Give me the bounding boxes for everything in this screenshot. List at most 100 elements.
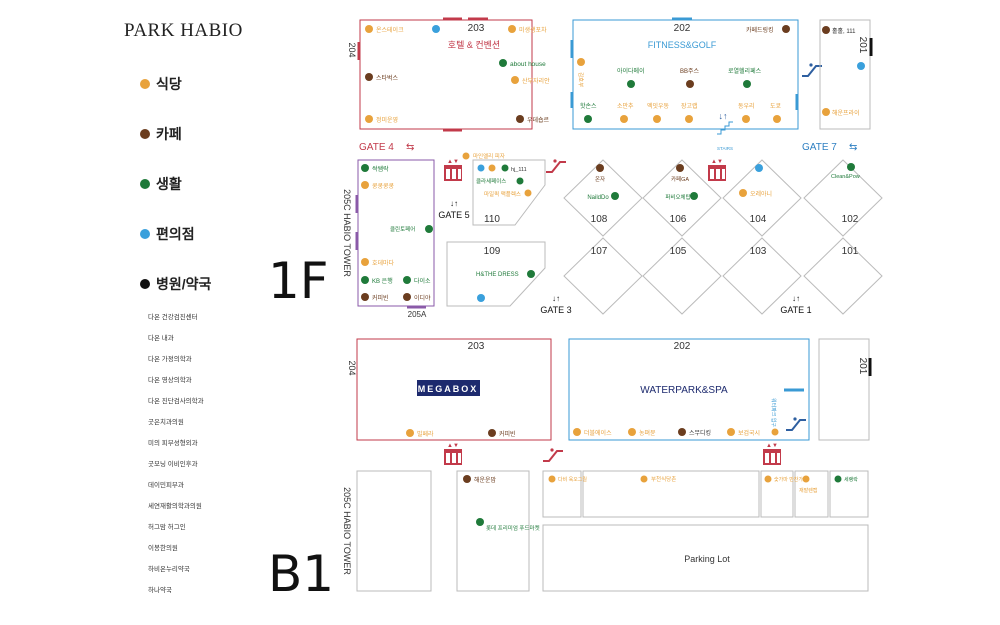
- shop-label[interactable]: H&THE DRESS: [476, 272, 519, 278]
- shop-label[interactable]: 해운운맘: [474, 476, 497, 484]
- shop-label[interactable]: 롯데 프리미엄 푸드마켓: [486, 524, 540, 532]
- zone-b1-parking[interactable]: [542, 524, 869, 592]
- zone-104[interactable]: [722, 159, 802, 237]
- shop-label[interactable]: 커피빈: [372, 294, 389, 302]
- shop-label[interactable]: 로열헬리페스: [728, 67, 762, 75]
- zone-b1-market[interactable]: [456, 470, 530, 592]
- shop-label[interactable]: 빌페라: [417, 430, 434, 438]
- shop-label[interactable]: 스타벅스: [376, 74, 399, 82]
- zone-201[interactable]: [819, 19, 871, 130]
- shop-label[interactable]: 더블에이스: [584, 429, 612, 437]
- shop-label[interactable]: 카페GA: [671, 175, 689, 183]
- clinic-item: 세연재활의학과의원: [148, 503, 202, 510]
- legend-label: 병원/약국: [156, 276, 212, 292]
- shop-label[interactable]: 다이소: [414, 277, 431, 285]
- shop-label[interactable]: 커피빈: [499, 430, 516, 438]
- shop-label[interactable]: 엑잇우동: [647, 103, 670, 110]
- shop-label[interactable]: about house: [510, 61, 546, 68]
- shop-label[interactable]: 온자: [595, 175, 605, 183]
- shop-label[interactable]: Clean&Pow: [831, 174, 860, 180]
- zone-102[interactable]: [803, 159, 883, 237]
- shop-label[interactable]: 홀홀, 111: [832, 27, 856, 35]
- legend-label: 생활: [156, 176, 182, 192]
- shop-label[interactable]: 김호부: [577, 72, 584, 87]
- shop-label[interactable]: 클린토페어: [390, 225, 415, 233]
- zone-109[interactable]: [446, 241, 546, 307]
- shop-label[interactable]: 호데마다: [372, 259, 395, 267]
- shop-label[interactable]: 마일퀵 맥플렉스: [484, 190, 521, 198]
- shop-label[interactable]: 세랭락: [844, 476, 858, 483]
- shop-label[interactable]: 해운프라이: [832, 109, 860, 117]
- shop-label[interactable]: 마인엘리 피자: [473, 152, 505, 160]
- gate-1-arrow-icon: ↓↑: [792, 294, 800, 303]
- unit-number: 201: [857, 37, 868, 54]
- shop-label[interactable]: 도쿄: [770, 103, 782, 110]
- hospital-dot-icon: [140, 279, 150, 289]
- shop-label[interactable]: 아이다메이: [617, 67, 645, 75]
- shop-label[interactable]: 농펴뮨: [639, 429, 656, 437]
- living-dot-icon: [501, 164, 509, 172]
- shop-label[interactable]: 소만추: [617, 102, 634, 110]
- cafe-dot-icon: [361, 293, 369, 301]
- shop-label[interactable]: 오레아니: [750, 190, 772, 198]
- living-dot-icon: [690, 192, 698, 200]
- living-dot-icon: [527, 270, 535, 278]
- zone-105[interactable]: [642, 237, 722, 315]
- stairs-icon: ↓↑: [717, 111, 733, 135]
- shop-label[interactable]: 이디야: [414, 294, 431, 302]
- zone-b1-tower[interactable]: [356, 470, 432, 592]
- zone-101[interactable]: [803, 237, 883, 315]
- shop-label[interactable]: 온스테이크: [376, 26, 404, 34]
- zone-b1-food-5[interactable]: [829, 470, 869, 518]
- zone-106[interactable]: [642, 159, 722, 237]
- cafe-dot-icon: [463, 475, 471, 483]
- shop-label[interactable]: 보검국시: [738, 430, 760, 437]
- zone-name: FITNESS&GOLF: [648, 40, 717, 50]
- zone-107[interactable]: [563, 237, 643, 315]
- restaurant-dot-icon: [640, 475, 648, 483]
- shop-label[interactable]: 다비 육오그릴: [558, 476, 587, 483]
- zone-b1-202-waterpark[interactable]: [568, 338, 810, 441]
- gate-7-arrow-icon: ⇆: [849, 142, 857, 153]
- shop-label[interactable]: 핫손스: [580, 102, 597, 110]
- shop-label[interactable]: 카페드링킹: [746, 26, 774, 34]
- zone-b1-201[interactable]: [818, 338, 870, 441]
- shop-label[interactable]: 스무디킹: [689, 429, 711, 437]
- shop-label[interactable]: 미생생포차: [519, 26, 547, 34]
- restaurant-dot-icon: [628, 428, 636, 436]
- shop-label[interactable]: 재발렌캡: [799, 487, 818, 494]
- shop-label[interactable]: NaildDo: [587, 195, 609, 201]
- floor-label-1f: 1F: [268, 252, 329, 310]
- shop-label[interactable]: 숯가마 만찬가게: [774, 476, 808, 483]
- shop-label[interactable]: 쿵쿵쿵쿵: [372, 183, 395, 190]
- shop-label[interactable]: BB주스: [680, 68, 700, 75]
- shop-label[interactable]: hj_111: [511, 167, 527, 173]
- shop-label[interactable]: 부천식당촌: [651, 475, 676, 483]
- shop-label[interactable]: 장고랩: [681, 102, 698, 110]
- shop-label[interactable]: 퍼비오체탑: [665, 193, 690, 201]
- shop-label[interactable]: 동우리: [738, 102, 755, 110]
- zone-110[interactable]: [472, 159, 546, 226]
- parking-label: Parking Lot: [684, 554, 730, 564]
- clinic-item: 하나약국: [148, 587, 172, 594]
- shop-label[interactable]: 정미운영: [376, 116, 398, 124]
- zone-b1-food-2[interactable]: [582, 470, 760, 518]
- shop-label[interactable]: 클라세페이스: [476, 177, 506, 185]
- shop-label[interactable]: 산부자리안: [522, 77, 550, 85]
- shop-label[interactable]: KB 은행: [372, 277, 393, 285]
- unit-number: 104: [750, 214, 767, 225]
- restaurant-dot-icon: [771, 428, 779, 436]
- unit-number: 204: [347, 360, 357, 375]
- zone-203-hotel[interactable]: [359, 19, 533, 130]
- zone-b1-food-1[interactable]: [542, 470, 582, 518]
- zone-b1-203-megabox[interactable]: [356, 338, 552, 441]
- zone-103[interactable]: [722, 237, 802, 315]
- zone-108[interactable]: [563, 159, 643, 237]
- zone-b1-food-3[interactable]: [760, 470, 794, 518]
- shop-label[interactable]: 싹쌤락: [372, 165, 389, 173]
- shop-label[interactable]: 우데숍르: [527, 116, 550, 124]
- zone-b1-food-4[interactable]: [794, 470, 829, 518]
- restaurant-dot-icon: [802, 475, 810, 483]
- unit-number: 106: [670, 214, 687, 225]
